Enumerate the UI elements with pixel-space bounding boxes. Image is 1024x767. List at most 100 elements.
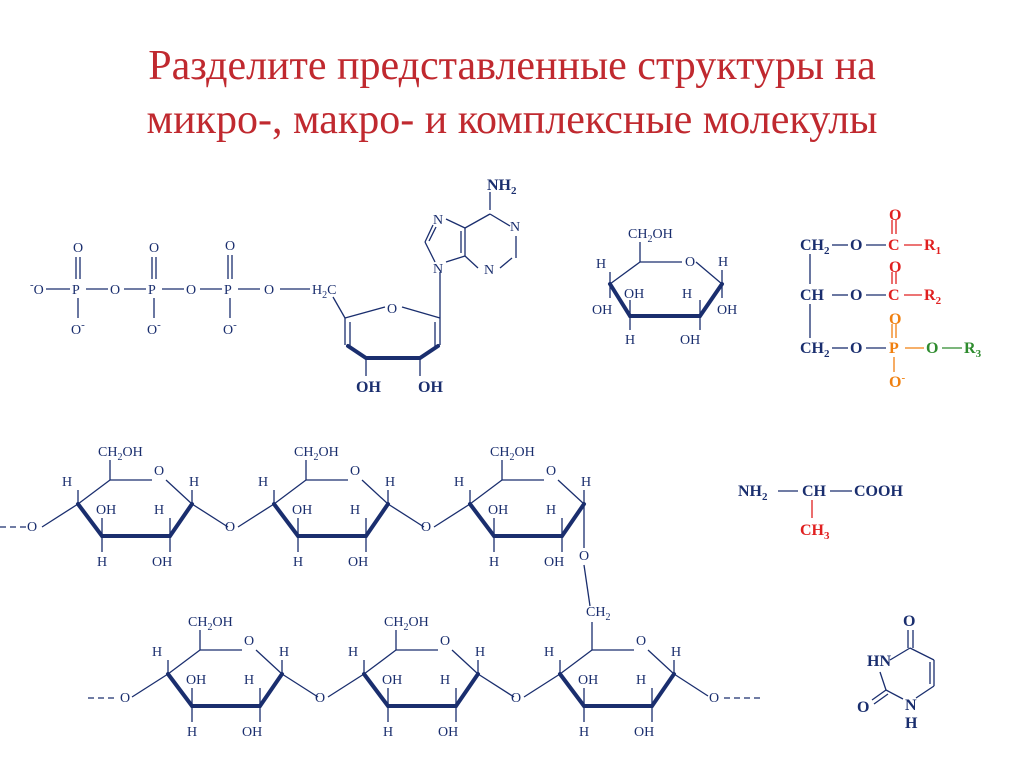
atp-p1-o-minus: O- [71,319,85,338]
uracil-structure: O HN N H O [857,613,935,732]
poly-u3-oh1: OH [488,503,508,518]
poly-u5-h2: H [475,645,485,660]
atp-adenine-n7: N [433,213,443,228]
poly-u5-h1: H [348,645,358,660]
glucose-oh3: OH [624,287,644,302]
poly-u6-h1: H [544,645,554,660]
poly-u2-ring-o: O [350,464,360,479]
pl-o4: O [926,340,938,357]
glucose-oh2: OH [717,303,737,318]
uracil-o-top: O [903,613,915,630]
pl-r1: R1 [924,237,941,257]
poly-u6-h2: H [671,645,681,660]
pl-o3: O [850,340,862,357]
pl-o2: O [850,287,862,304]
pl-p: P [889,340,899,357]
poly-u1-h1: H [62,475,72,490]
pl-p-o-minus: O- [889,372,905,391]
glucose-ring-o: O [685,255,695,270]
poly-u1-oh2: OH [152,555,172,570]
poly-u3-ring-o: O [546,464,556,479]
glucose-ch2oh: CH2OH [628,227,673,245]
poly-u6-ring-o: O [636,634,646,649]
pl-c1: C [888,237,900,254]
glucose-oh1: OH [592,303,612,318]
atp-o-bridge-3: O [264,283,274,298]
poly-unit-6: O H H OH H H OH [523,622,709,740]
poly-u3-h4: H [546,503,556,518]
poly-u6-oh1: OH [578,673,598,688]
atp-o-bridge-2: O [186,283,196,298]
poly-u2-h2: H [385,475,395,490]
uracil-n: N [905,697,917,714]
poly-branch-ch2: CH2 [586,605,610,623]
glucose-oh4: OH [680,333,700,348]
poly-u1-ring-o: O [154,464,164,479]
poly-u3-h3: H [489,555,499,570]
pl-p-oxo: O [889,311,901,328]
atp-p3-oxo: O [225,239,235,254]
atp-ribose-oh-right: OH [418,379,443,396]
poly-u3-h1: H [454,475,464,490]
poly-o-link-4: O [511,691,521,706]
poly-unit-5: CH2OH O H H OH H H OH [327,615,515,740]
atp-o-minus-left: -O [30,279,44,298]
poly-u1-ch2oh: CH2OH [98,445,143,463]
atp-p2-oxo: O [149,241,159,256]
poly-u4-h4: H [244,673,254,688]
alanine-structure: NH2 CH COOH CH3 [738,483,903,542]
poly-u3-ch2oh: CH2OH [490,445,535,463]
poly-u1-h2: H [189,475,199,490]
alanine-cooh: COOH [854,483,903,500]
poly-u5-ring-o: O [440,634,450,649]
poly-u6-h4: H [636,673,646,688]
poly-o-link-1: O [225,520,235,535]
atp-p1-oxo: O [73,241,83,256]
poly-u5-h3: H [383,725,393,740]
glucose-h4: H [682,287,692,302]
poly-o-link-2: O [421,520,431,535]
poly-u4-h1: H [152,645,162,660]
alanine-ch: CH [802,483,827,500]
uracil-nh-h: H [905,715,918,732]
poly-u1-h3: H [97,555,107,570]
poly-u6-oh2: OH [634,725,654,740]
atp-ribose-oh-left: OH [356,379,381,396]
poly-u4-ch2oh: CH2OH [188,615,233,633]
poly-unit-1: CH2OH O H H OH H H OH [41,445,229,570]
pl-ch2-bottom: CH2 [800,340,830,360]
alanine-ch3: CH3 [800,522,830,542]
poly-u5-ch2oh: CH2OH [384,615,429,633]
atp-h2c: H2C [312,283,336,301]
poly-unit-3: CH2OH O H H OH H H OH [433,445,591,570]
poly-u3-h2: H [581,475,591,490]
glucose-structure: CH2OH O H OH H OH OH H H OH [592,227,737,348]
poly-o-start: O [27,520,37,535]
poly-u5-oh1: OH [382,673,402,688]
poly-u6-h3: H [579,725,589,740]
uracil-o-bottom: O [857,699,869,716]
pl-c2-oxo: O [889,259,901,276]
glucose-h2: H [718,255,728,270]
atp-adenine-n3: N [484,263,494,278]
atp-p1: P [72,283,80,298]
phospholipid-structure: CH2 O C O R1 CH O C O R2 CH2 O P [800,207,982,391]
pl-r2: R2 [924,287,942,307]
poly-o-bottom-start: O [120,691,130,706]
atp-adenine-n1: N [510,220,520,235]
poly-u2-h1: H [258,475,268,490]
poly-u2-h4: H [350,503,360,518]
poly-u2-oh1: OH [292,503,312,518]
poly-u2-ch2oh: CH2OH [294,445,339,463]
atp-ribose-o: O [387,302,397,317]
atp-adenine-n9: N [433,262,443,277]
pl-ch: CH [800,287,825,304]
pl-o1: O [850,237,862,254]
poly-u4-h2: H [279,645,289,660]
poly-u4-oh2: OH [242,725,262,740]
poly-u4-ring-o: O [244,634,254,649]
poly-o-bottom-end: O [709,691,719,706]
alanine-nh2: NH2 [738,483,768,503]
